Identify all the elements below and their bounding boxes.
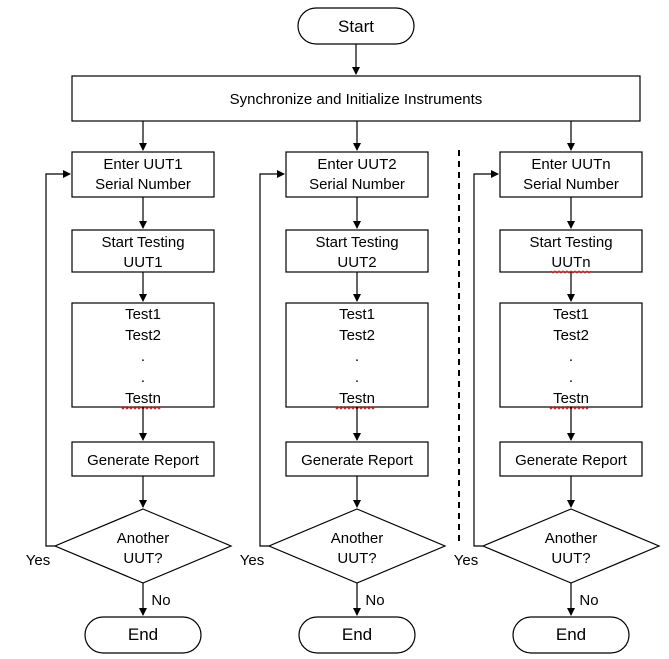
decision-label-another: Another bbox=[117, 530, 170, 547]
decision-label-uut: UUT? bbox=[337, 550, 376, 567]
decision-label-another: Another bbox=[331, 530, 384, 547]
yes-loop-arrow bbox=[473, 170, 499, 547]
test-item: Test2 bbox=[125, 327, 161, 344]
end-terminator: End bbox=[298, 616, 416, 654]
end-label: End bbox=[128, 625, 158, 644]
start-testing-uut-label: UUT1 bbox=[123, 254, 162, 271]
start-terminator: Start bbox=[297, 7, 415, 45]
test-item: Test1 bbox=[553, 306, 589, 323]
test-item: Testn bbox=[553, 390, 589, 407]
spellcheck-underline bbox=[550, 270, 592, 274]
ellipsis-dot: . bbox=[355, 369, 359, 386]
no-label: No bbox=[151, 592, 170, 609]
test-item: Test2 bbox=[553, 327, 589, 344]
end-label: End bbox=[342, 625, 372, 644]
generate-report-label: Generate Report bbox=[87, 452, 200, 469]
ellipsis-dot: . bbox=[569, 348, 573, 365]
yes-label: Yes bbox=[454, 552, 478, 569]
no-label: No bbox=[365, 592, 384, 609]
start-label: Start bbox=[338, 17, 374, 36]
test-item: Testn bbox=[339, 390, 375, 407]
test-item: Testn bbox=[125, 390, 161, 407]
generate-report-box: Generate Report bbox=[71, 441, 215, 477]
start-testing-uut-label: UUT2 bbox=[337, 254, 376, 271]
start-testing-label: Start Testing bbox=[315, 234, 398, 251]
spellcheck-underline bbox=[120, 406, 162, 410]
generate-report-box: Generate Report bbox=[285, 441, 429, 477]
end-label: End bbox=[556, 625, 586, 644]
start-testing-label: Start Testing bbox=[101, 234, 184, 251]
generate-report-label: Generate Report bbox=[515, 452, 628, 469]
test-item: Test1 bbox=[125, 306, 161, 323]
sync-box: Synchronize and Initialize Instruments bbox=[71, 75, 641, 122]
decision-label-uut: UUT? bbox=[123, 550, 162, 567]
spellcheck-underline bbox=[548, 406, 590, 410]
enter-uut-label: Enter UUTn bbox=[531, 156, 610, 173]
start-testing-label: Start Testing bbox=[529, 234, 612, 251]
start-testing-uut-label: UUTn bbox=[551, 254, 590, 271]
ellipsis-dot: . bbox=[141, 369, 145, 386]
spellcheck-underline bbox=[334, 406, 376, 410]
serial-number-label: Serial Number bbox=[95, 176, 191, 193]
ellipsis-dot: . bbox=[569, 369, 573, 386]
end-terminator: End bbox=[512, 616, 630, 654]
sync-label: Synchronize and Initialize Instruments bbox=[230, 91, 483, 108]
yes-label: Yes bbox=[26, 552, 50, 569]
ellipsis-dot: . bbox=[141, 348, 145, 365]
enter-uut-label: Enter UUT1 bbox=[103, 156, 182, 173]
test-item: Test1 bbox=[339, 306, 375, 323]
ellipsis-dot: . bbox=[355, 348, 359, 365]
yes-loop-arrow bbox=[45, 170, 71, 547]
yes-loop-arrow bbox=[259, 170, 285, 547]
decision-label-another: Another bbox=[545, 530, 598, 547]
end-terminator: End bbox=[84, 616, 202, 654]
decision-label-uut: UUT? bbox=[551, 550, 590, 567]
no-label: No bbox=[579, 592, 598, 609]
enter-uut-label: Enter UUT2 bbox=[317, 156, 396, 173]
serial-number-label: Serial Number bbox=[309, 176, 405, 193]
serial-number-label: Serial Number bbox=[523, 176, 619, 193]
generate-report-label: Generate Report bbox=[301, 452, 414, 469]
generate-report-box: Generate Report bbox=[499, 441, 643, 477]
yes-label: Yes bbox=[240, 552, 264, 569]
test-item: Test2 bbox=[339, 327, 375, 344]
